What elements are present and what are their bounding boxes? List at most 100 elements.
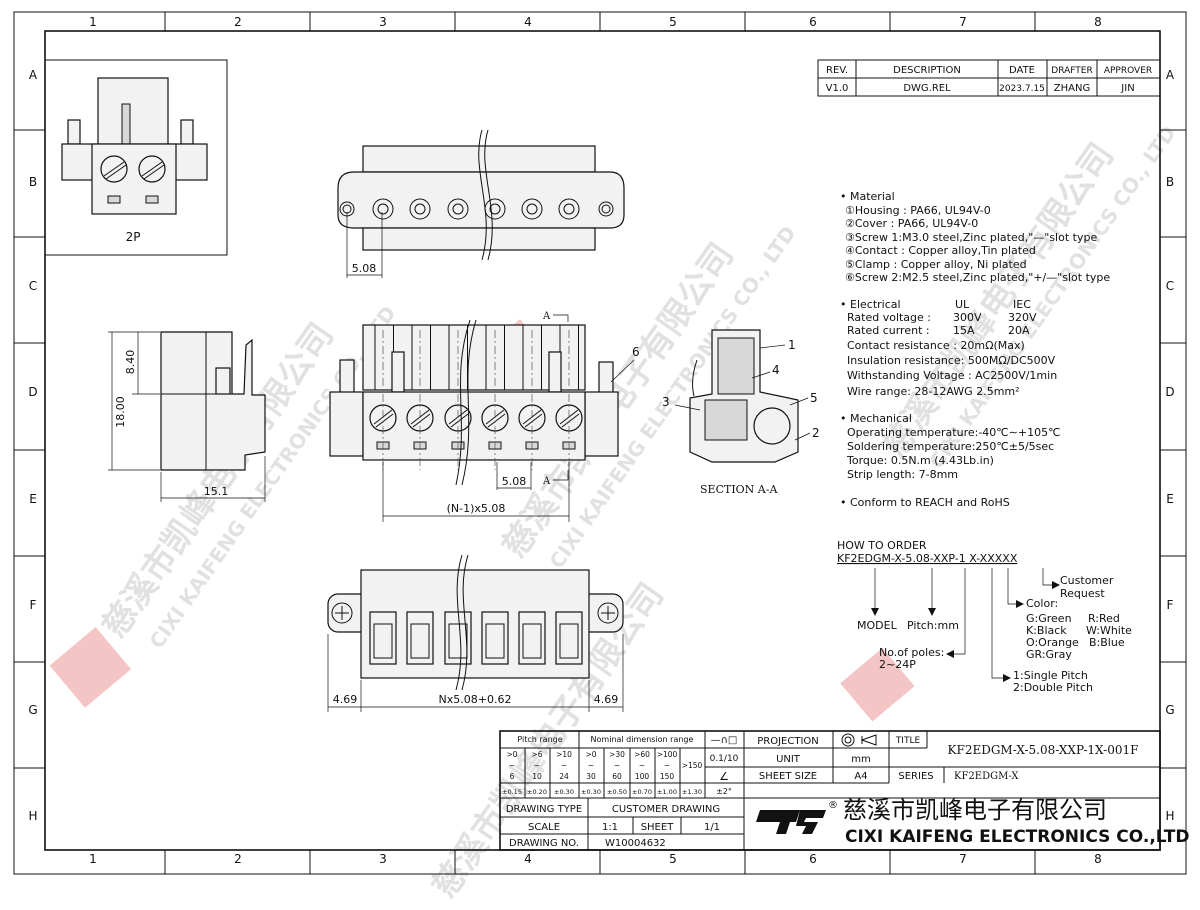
svg-text:±2°: ±2° xyxy=(716,787,732,796)
svg-text:KF2EDGM-X: KF2EDGM-X xyxy=(954,771,1019,782)
svg-text:6: 6 xyxy=(809,15,817,29)
wire-entry-inner xyxy=(452,203,464,215)
svg-text:±1.30: ±1.30 xyxy=(682,788,702,796)
svg-text:Nominal dimension range: Nominal dimension range xyxy=(591,735,694,744)
svg-text:TITLE: TITLE xyxy=(895,736,921,746)
svg-text:4: 4 xyxy=(524,852,532,866)
svg-text:CUSTOMER DRAWING: CUSTOMER DRAWING xyxy=(612,804,720,815)
svg-text:>10: >10 xyxy=(556,750,572,759)
screw-slot xyxy=(450,413,469,428)
svg-text:IEC: IEC xyxy=(1013,298,1031,311)
svg-text:CIXI KAIFENG ELECTRONICS CO.,L: CIXI KAIFENG ELECTRONICS CO.,LTD xyxy=(845,827,1190,847)
company-logo: ® xyxy=(756,800,838,834)
svg-text:A: A xyxy=(542,476,551,487)
screw-slot xyxy=(412,413,431,428)
svg-text:5: 5 xyxy=(669,15,677,29)
svg-text:慈溪市凯峰电子有限公司: 慈溪市凯峰电子有限公司 xyxy=(843,796,1107,824)
svg-text:D: D xyxy=(28,385,37,399)
svg-text:DATE: DATE xyxy=(1009,65,1035,76)
svg-text:KF2EDGM-X-5.08-XXP-1 X-XXXXX: KF2EDGM-X-5.08-XXP-1 X-XXXXX xyxy=(837,552,1018,565)
svg-text:Soldering temperature:250℃±5/5: Soldering temperature:250℃±5/5sec xyxy=(847,440,1054,453)
wire-entry xyxy=(372,198,394,220)
svg-text:1:Single Pitch: 1:Single Pitch xyxy=(1013,669,1088,682)
svg-text:1: 1 xyxy=(89,852,97,866)
svg-text:Operating temperature:-40℃∼+10: Operating temperature:-40℃∼+105℃ xyxy=(847,426,1060,439)
svg-text:30: 30 xyxy=(586,772,596,781)
front-view: 6 A A 5.08 (N-1)x5.08 xyxy=(329,311,640,522)
wire-entry xyxy=(521,198,543,220)
svg-text:5.08: 5.08 xyxy=(352,262,377,275)
svg-text:7: 7 xyxy=(959,15,967,29)
svg-text:60: 60 xyxy=(612,772,622,781)
svg-text:5.08: 5.08 xyxy=(502,475,527,488)
svg-text:SCALE: SCALE xyxy=(528,822,560,833)
svg-text:mm: mm xyxy=(851,754,870,765)
svg-text:Pitch range: Pitch range xyxy=(517,735,562,744)
svg-text:DESCRIPTION: DESCRIPTION xyxy=(893,65,961,76)
wire-slot-inner xyxy=(485,623,505,659)
revision-table: REV. DESCRIPTION DATE DRAFTER APPROVER V… xyxy=(817,59,1161,97)
svg-text:±0.30: ±0.30 xyxy=(581,788,601,796)
svg-text:2~24P: 2~24P xyxy=(879,658,916,671)
projection-symbol-icon xyxy=(841,733,877,747)
svg-text:7: 7 xyxy=(959,852,967,866)
svg-text:1/1: 1/1 xyxy=(704,822,720,833)
svg-text:20A: 20A xyxy=(1008,324,1030,337)
wire-entry-inner xyxy=(526,203,538,215)
svg-text:• Conform to REACH and RoHS: • Conform to REACH and RoHS xyxy=(840,496,1010,509)
tilde: ~ xyxy=(639,761,645,770)
bottom-view: 4.69 4.69 Nx5.08+0.62 xyxy=(327,554,624,712)
svg-text:V1.0: V1.0 xyxy=(826,83,849,94)
wire-entry-inner xyxy=(489,203,501,215)
svg-text:Request: Request xyxy=(1060,587,1105,600)
svg-text:>100: >100 xyxy=(657,750,678,759)
svg-text:±0.15: ±0.15 xyxy=(502,788,522,796)
svg-text:24: 24 xyxy=(559,772,569,781)
svg-text:O:Orange: O:Orange xyxy=(1026,636,1079,649)
svg-text:±0.20: ±0.20 xyxy=(527,788,547,796)
svg-text:• Material: • Material xyxy=(840,190,895,203)
svg-text:Torque: 0.5N.m (4.43Lb.in): Torque: 0.5N.m (4.43Lb.in) xyxy=(846,454,994,467)
svg-text:®: ® xyxy=(828,800,838,811)
title-block: Pitch range Nominal dimension range —∩□ … xyxy=(499,730,1190,851)
svg-text:3: 3 xyxy=(379,852,387,866)
svg-text:>6: >6 xyxy=(531,750,542,759)
svg-text:Strip length: 7-8mm: Strip length: 7-8mm xyxy=(847,468,958,481)
svg-text:Rated current :: Rated current : xyxy=(847,324,930,337)
svg-text:APPROVER: APPROVER xyxy=(1104,66,1152,76)
svg-text:4: 4 xyxy=(524,15,532,29)
svg-text:8.40: 8.40 xyxy=(124,350,137,375)
svg-text:C: C xyxy=(1166,279,1174,293)
section-a-a-view: 1 4 5 2 3 SECTION A-A xyxy=(662,329,820,496)
svg-text:JIN: JIN xyxy=(1120,83,1134,94)
specifications: • Material ①Housing : PA66, UL94V-0 ②Cov… xyxy=(840,190,1110,509)
svg-text:150: 150 xyxy=(660,772,675,781)
svg-text:>0: >0 xyxy=(585,750,596,759)
svg-text:A: A xyxy=(29,68,38,82)
screw-slot xyxy=(524,413,543,428)
svg-text:3: 3 xyxy=(379,15,387,29)
svg-text:10: 10 xyxy=(532,772,542,781)
svg-text:KF2EDGM-X-5.08-XXP-1X-001F: KF2EDGM-X-5.08-XXP-1X-001F xyxy=(948,743,1139,757)
svg-text:6: 6 xyxy=(510,772,515,781)
how-to-order: HOW TO ORDER KF2EDGM-X-5.08-XXP-1 X-XXXX… xyxy=(837,539,1132,694)
wire-slot-inner xyxy=(559,623,579,659)
screw-slot xyxy=(561,413,580,428)
svg-text:Insulation resistance: 500MΩ/D: Insulation resistance: 500MΩ/DC500V xyxy=(847,354,1056,367)
svg-text:MODEL: MODEL xyxy=(857,619,898,632)
svg-text:F: F xyxy=(30,598,37,612)
svg-text:100: 100 xyxy=(635,772,650,781)
svg-text:2P: 2P xyxy=(126,230,141,244)
svg-text:K:Black: K:Black xyxy=(1026,624,1067,637)
svg-text:G:Green: G:Green xyxy=(1026,612,1072,625)
svg-text:2: 2 xyxy=(234,852,242,866)
svg-text:6: 6 xyxy=(632,345,640,359)
svg-text:—∩□: —∩□ xyxy=(711,735,738,746)
svg-text:DRAWING TYPE: DRAWING TYPE xyxy=(506,804,582,815)
svg-text:±0.50: ±0.50 xyxy=(607,788,627,796)
svg-text:1:1: 1:1 xyxy=(602,822,618,833)
svg-text:5: 5 xyxy=(810,391,818,405)
wire-entry-inner xyxy=(563,203,575,215)
svg-text:UNIT: UNIT xyxy=(776,754,801,765)
svg-text:⑥Screw 2:M2.5 steel,Zinc plate: ⑥Screw 2:M2.5 steel,Zinc plated,"+/—"slo… xyxy=(845,271,1110,284)
